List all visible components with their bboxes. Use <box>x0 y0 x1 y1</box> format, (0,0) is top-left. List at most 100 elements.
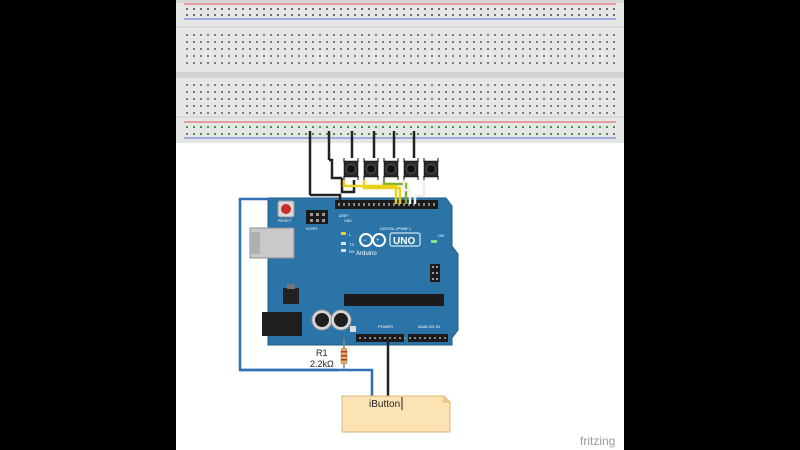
breadboard-hole <box>270 34 272 36</box>
breadboard-hole <box>193 91 195 93</box>
breadboard-hole <box>459 34 461 36</box>
breadboard-hole <box>277 112 279 114</box>
breadboard-hole <box>473 133 475 135</box>
breadboard-hole <box>410 14 412 16</box>
breadboard-hole <box>291 8 293 10</box>
breadboard-hole <box>298 62 300 64</box>
breadboard-hole <box>333 84 335 86</box>
breadboard-hole <box>347 14 349 16</box>
breadboard-hole <box>438 112 440 114</box>
breadboard-hole <box>424 91 426 93</box>
breadboard-hole <box>354 62 356 64</box>
header-pin <box>444 337 446 339</box>
breadboard-hole <box>599 133 601 135</box>
breadboard-hole <box>249 55 251 57</box>
breadboard-hole <box>473 41 475 43</box>
breadboard-hole <box>186 41 188 43</box>
breadboard-hole <box>403 133 405 135</box>
breadboard-hole <box>578 98 580 100</box>
breadboard-hole <box>606 8 608 10</box>
breadboard-hole <box>564 8 566 10</box>
breadboard-hole <box>494 112 496 114</box>
breadboard-hole <box>333 62 335 64</box>
breadboard-hole <box>228 62 230 64</box>
breadboard-hole <box>522 34 524 36</box>
breadboard-hole <box>592 133 594 135</box>
breadboard-hole <box>396 84 398 86</box>
breadboard-hole <box>529 112 531 114</box>
breadboard-hole <box>536 126 538 128</box>
breadboard-hole <box>291 41 293 43</box>
breadboard-hole <box>284 41 286 43</box>
breadboard-hole <box>207 34 209 36</box>
breadboard-hole <box>578 14 580 16</box>
breadboard-hole <box>298 112 300 114</box>
breadboard-hole <box>585 105 587 107</box>
breadboard-hole <box>354 48 356 50</box>
breadboard-hole <box>494 133 496 135</box>
breadboard-hole <box>214 41 216 43</box>
breadboard-hole <box>382 126 384 128</box>
breadboard-hole <box>452 14 454 16</box>
breadboard-hole <box>403 105 405 107</box>
breadboard-hole <box>256 14 258 16</box>
breadboard-hole <box>375 48 377 50</box>
breadboard-hole <box>368 126 370 128</box>
breadboard-hole <box>256 98 258 100</box>
breadboard-hole <box>431 48 433 50</box>
breadboard-hole <box>459 98 461 100</box>
breadboard-hole <box>186 84 188 86</box>
breadboard-hole <box>389 34 391 36</box>
breadboard-hole <box>522 41 524 43</box>
breadboard-hole <box>599 55 601 57</box>
breadboard-hole <box>606 98 608 100</box>
breadboard-hole <box>480 84 482 86</box>
breadboard-hole <box>564 112 566 114</box>
breadboard-hole <box>585 91 587 93</box>
breadboard-hole <box>270 41 272 43</box>
breadboard-hole <box>557 112 559 114</box>
breadboard-hole <box>459 62 461 64</box>
header-pin <box>374 337 376 339</box>
breadboard-hole <box>326 55 328 57</box>
breadboard-hole <box>263 126 265 128</box>
breadboard-hole <box>228 98 230 100</box>
breadboard-hole <box>599 112 601 114</box>
breadboard-hole <box>200 41 202 43</box>
breadboard-hole <box>403 98 405 100</box>
breadboard-hole <box>501 8 503 10</box>
breadboard-hole <box>186 14 188 16</box>
breadboard-hole <box>375 55 377 57</box>
breadboard-hole <box>284 105 286 107</box>
breadboard-hole <box>298 48 300 50</box>
breadboard-hole <box>340 98 342 100</box>
breadboard-hole <box>347 84 349 86</box>
breadboard-hole <box>214 105 216 107</box>
breadboard-hole <box>431 41 433 43</box>
breadboard-hole <box>368 105 370 107</box>
breadboard-hole <box>368 14 370 16</box>
breadboard-hole <box>564 48 566 50</box>
breadboard-hole <box>445 48 447 50</box>
breadboard-hole <box>431 133 433 135</box>
breadboard-hole <box>466 62 468 64</box>
breadboard-hole <box>473 62 475 64</box>
breadboard-hole <box>452 34 454 36</box>
breadboard-hole <box>515 48 517 50</box>
breadboard-hole <box>256 34 258 36</box>
breadboard-hole <box>543 62 545 64</box>
breadboard-hole <box>312 84 314 86</box>
breadboard-hole <box>389 112 391 114</box>
breadboard-hole <box>557 62 559 64</box>
breadboard-hole <box>494 8 496 10</box>
resistor-r1 <box>340 338 348 370</box>
l-label: L <box>349 232 352 237</box>
breadboard-hole <box>585 133 587 135</box>
breadboard-hole <box>263 62 265 64</box>
breadboard-hole <box>494 105 496 107</box>
breadboard-hole <box>312 55 314 57</box>
breadboard-hole <box>291 98 293 100</box>
breadboard-hole <box>354 41 356 43</box>
header-pin <box>373 203 375 206</box>
breadboard-hole <box>270 112 272 114</box>
